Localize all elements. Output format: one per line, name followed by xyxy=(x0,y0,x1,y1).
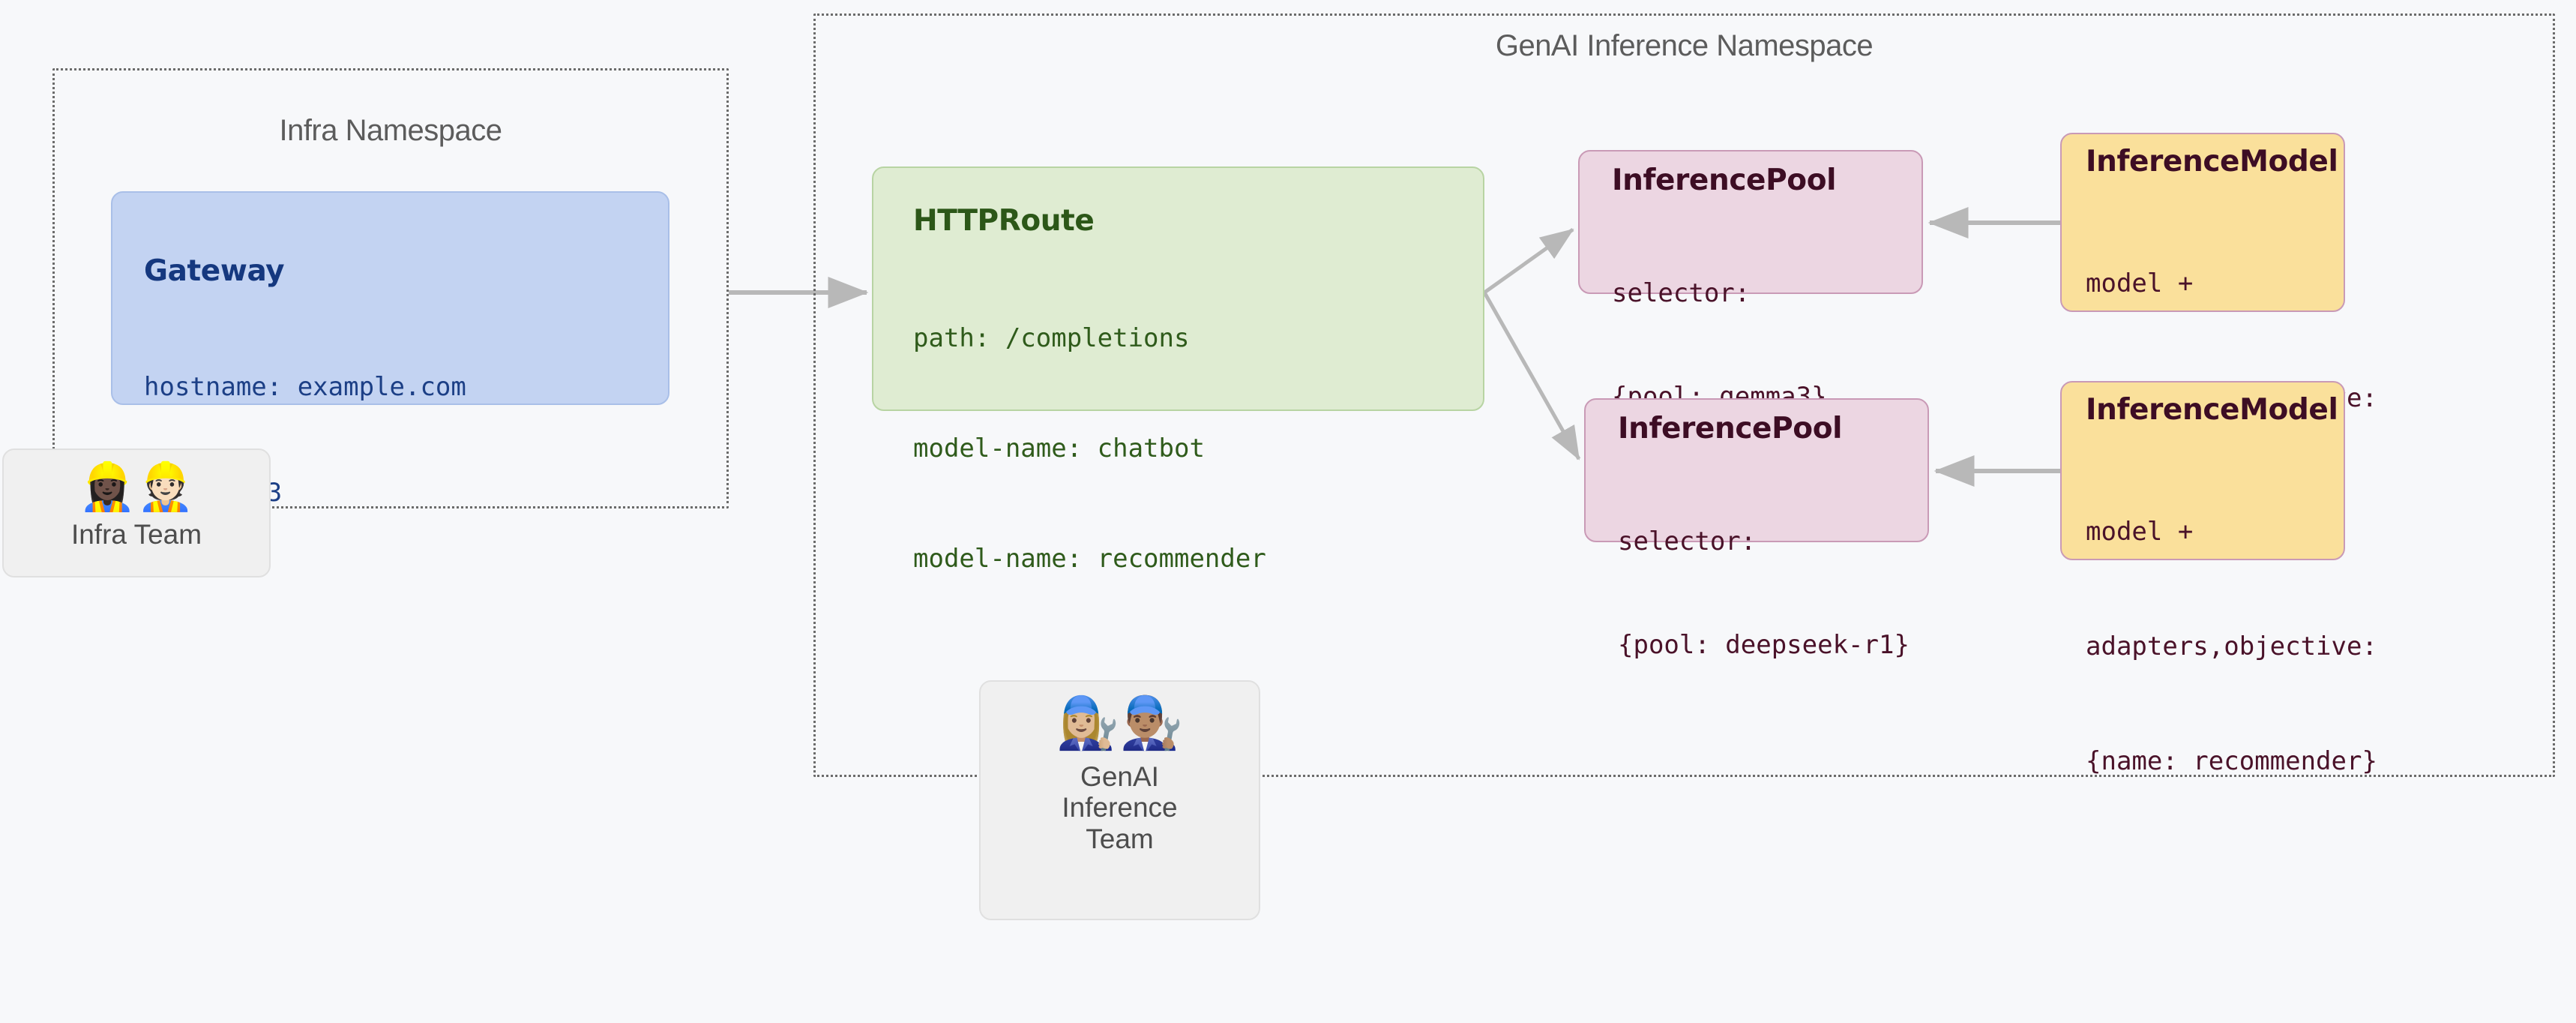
node-httproute-model-name-chatbot: model-name: chatbot xyxy=(913,434,1205,464)
node-inferencemodel-recommender-model: model + xyxy=(2086,517,2194,547)
node-inferencemodel-chatbot-model: model + xyxy=(2086,268,2194,298)
construction-worker-icon: 👷🏿‍♀️👷🏻 xyxy=(78,459,195,514)
mechanic-icon: 👩🏼‍🔧👨🏽‍🔧 xyxy=(1056,694,1184,753)
node-inferencepool-gemma3-selector-label: selector: xyxy=(1612,278,1751,308)
node-inferencepool-gemma3[interactable]: InferencePool selector: {pool: gemma3} xyxy=(1578,150,1923,412)
node-httproute-title: HTTPRoute xyxy=(913,204,1095,238)
node-httproute-model-name-recommender: model-name: recommender xyxy=(913,544,1266,574)
node-gateway-title: Gateway xyxy=(144,254,285,288)
node-inferencepool-gemma3-title: InferencePool xyxy=(1612,164,1837,197)
node-inferencepool-deepseek-r1[interactable]: InferencePool selector: {pool: deepseek-… xyxy=(1584,398,1929,660)
node-inferencepool-deepseek-r1-body: selector: {pool: deepseek-r1} xyxy=(1618,455,1910,731)
node-inferencemodel-recommender-title: InferenceModel xyxy=(2086,393,2338,427)
node-httproute[interactable]: HTTPRoute path: /completions model-name:… xyxy=(872,166,1484,574)
node-inferencemodel-recommender-name: {name: recommender} xyxy=(2086,746,2377,776)
node-inferencemodel-recommender-adapters: adapters,objective: xyxy=(2086,632,2377,662)
node-gateway-hostname: hostname: example.com xyxy=(144,372,466,402)
node-inferencemodel-recommender-body: model + adapters,objective: {name: recom… xyxy=(2086,436,2377,857)
node-inferencemodel-chatbot-title: InferenceModel xyxy=(2086,145,2338,178)
node-inferencepool-deepseek-r1-title: InferencePool xyxy=(1618,412,1843,446)
node-inferencemodel-chatbot[interactable]: InferenceModel model + adapters,objectiv… xyxy=(2060,133,2377,528)
node-inferencepool-deepseek-r1-selector-label: selector: xyxy=(1618,526,1757,556)
team-card-infra[interactable]: 👷🏿‍♀️👷🏻 Infra Team xyxy=(2,448,271,578)
namespace-infra-title: Infra Namespace xyxy=(279,114,502,147)
node-httproute-path: path: /completions xyxy=(913,323,1190,353)
namespace-infra: Infra Namespace xyxy=(52,68,729,508)
namespace-genai-inference: GenAI Inference Namespace xyxy=(813,14,2555,777)
namespace-genai-inference-title: GenAI Inference Namespace xyxy=(1495,29,1874,62)
node-inferencepool-deepseek-r1-selector-value: {pool: deepseek-r1} xyxy=(1618,630,1910,660)
node-gateway[interactable]: Gateway hostname: example.com port: 443 xyxy=(111,191,669,508)
node-inferencemodel-recommender[interactable]: InferenceModel model + adapters,objectiv… xyxy=(2060,381,2377,776)
node-httproute-body: path: /completions model-name: chatbot m… xyxy=(913,247,1266,651)
team-card-infra-label: Infra Team xyxy=(70,519,202,550)
